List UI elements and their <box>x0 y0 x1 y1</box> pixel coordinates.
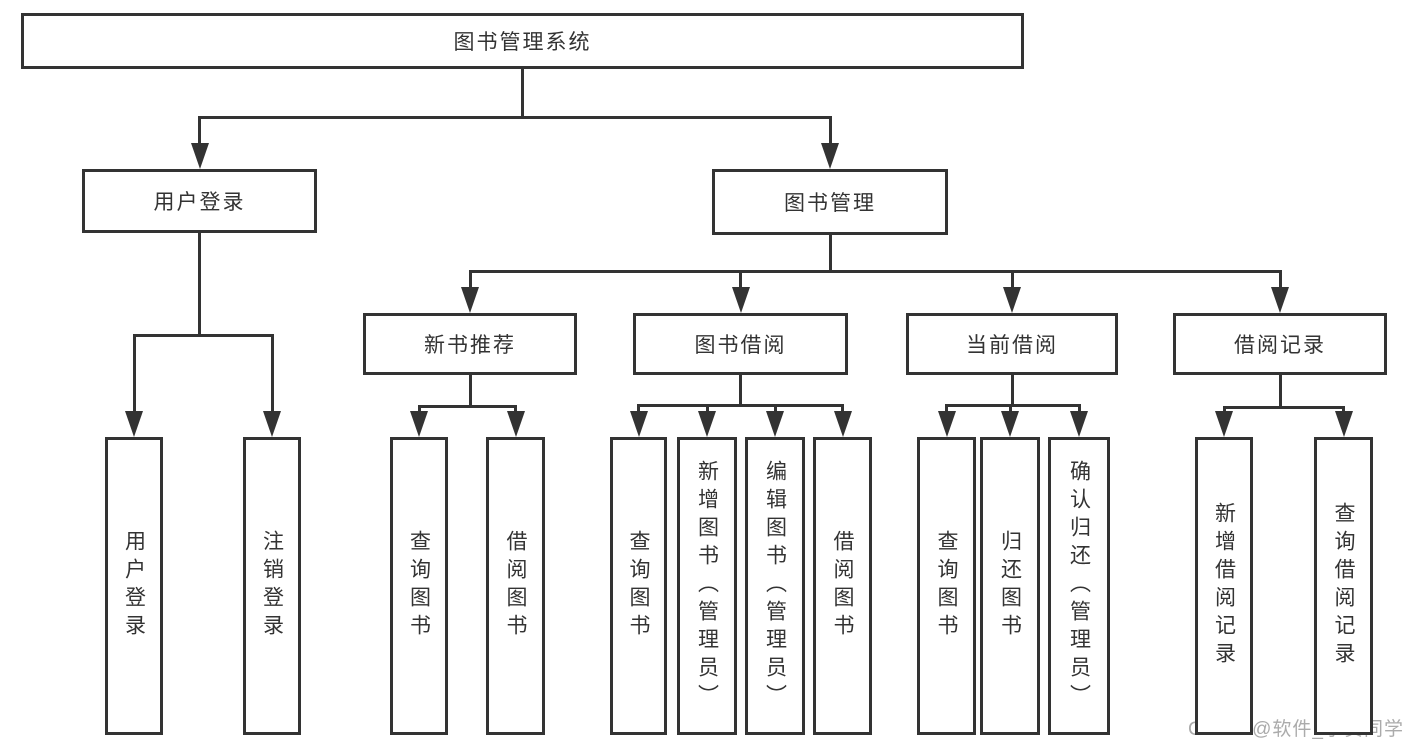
node-leaf-cb-confirm: 确认归还（管理员） <box>1048 437 1110 735</box>
connector-line <box>132 333 274 337</box>
arrowhead-down-icon <box>1271 287 1289 313</box>
node-leaf-cb-return: 归还图书 <box>980 437 1040 735</box>
connector-line <box>1278 271 1282 293</box>
node-current-borrow-label: 当前借阅 <box>966 334 1058 357</box>
node-new-book-rec: 新书推荐 <box>363 313 577 375</box>
arrowhead-down-icon <box>1215 411 1233 437</box>
arrowhead-down-icon <box>461 287 479 313</box>
node-borrow-records-label: 借阅记录 <box>1234 334 1326 357</box>
node-leaf-nbr-query: 查询图书 <box>390 437 448 735</box>
node-book-mgmt: 图书管理 <box>712 169 948 235</box>
node-leaf-bb-add: 新增图书（管理员） <box>677 437 737 735</box>
node-leaf-br-query-label: 查询借阅记录 <box>1332 502 1355 670</box>
connector-line <box>828 117 832 149</box>
node-user-login-label: 用户登录 <box>153 191 246 214</box>
arrowhead-down-icon <box>1003 287 1021 313</box>
arrowhead-down-icon <box>190 143 209 169</box>
connector-line <box>132 335 136 417</box>
connector-line <box>1278 375 1282 409</box>
node-leaf-bb-edit-label: 编辑图书（管理员） <box>763 460 787 712</box>
node-book-mgmt-label: 图书管理 <box>784 192 876 215</box>
arrowhead-down-icon <box>821 143 839 169</box>
node-leaf-logout: 注销登录 <box>243 437 301 735</box>
node-leaf-cb-query-label: 查询图书 <box>935 530 958 642</box>
node-current-borrow: 当前借阅 <box>906 313 1118 375</box>
connector-line <box>521 69 524 119</box>
node-leaf-cb-query: 查询图书 <box>917 437 976 735</box>
connector-line <box>468 269 1282 273</box>
node-system-label: 图书管理系统 <box>453 31 592 54</box>
node-leaf-cb-return-label: 归还图书 <box>998 530 1022 642</box>
arrowhead-down-icon <box>937 411 956 437</box>
node-leaf-nbr-borrow-label: 借阅图书 <box>504 530 527 642</box>
connector-line <box>198 115 832 119</box>
connector-line <box>945 403 1081 407</box>
node-new-book-rec-label: 新书推荐 <box>424 334 516 357</box>
node-leaf-br-add: 新增借阅记录 <box>1195 437 1253 735</box>
node-book-borrow-label: 图书借阅 <box>694 334 787 357</box>
connector-line <box>739 271 742 293</box>
connector-line <box>1010 375 1014 407</box>
node-leaf-bb-query: 查询图书 <box>610 437 667 735</box>
connector-line <box>198 233 201 337</box>
arrowhead-down-icon <box>698 411 716 437</box>
node-leaf-logout-label: 注销登录 <box>260 530 284 642</box>
node-leaf-nbr-borrow: 借阅图书 <box>486 437 545 735</box>
node-book-borrow: 图书借阅 <box>633 313 848 375</box>
connector-line <box>417 404 517 408</box>
arrowhead-down-icon <box>1001 411 1019 437</box>
connector-line <box>468 271 472 293</box>
connector-line <box>198 117 201 149</box>
node-user-login: 用户登录 <box>82 169 317 233</box>
node-leaf-bb-edit: 编辑图书（管理员） <box>745 437 805 735</box>
node-leaf-bb-borrow-label: 借阅图书 <box>831 530 854 642</box>
arrowhead-down-icon <box>410 411 428 437</box>
arrowhead-down-icon <box>1334 411 1353 437</box>
connector-line <box>1222 405 1345 409</box>
arrowhead-down-icon <box>629 411 648 437</box>
node-leaf-bb-add-label: 新增图书（管理员） <box>695 460 719 712</box>
arrowhead-down-icon <box>766 411 784 437</box>
node-leaf-nbr-query-label: 查询图书 <box>407 530 431 642</box>
connector-line <box>739 375 742 407</box>
arrowhead-down-icon <box>1070 411 1088 437</box>
connector-line <box>468 375 472 408</box>
node-leaf-bb-borrow: 借阅图书 <box>813 437 872 735</box>
node-leaf-br-query: 查询借阅记录 <box>1314 437 1373 735</box>
connector-line <box>270 335 274 417</box>
node-leaf-bb-query-label: 查询图书 <box>627 530 650 642</box>
arrowhead-down-icon <box>506 411 525 437</box>
arrowhead-down-icon <box>731 287 750 313</box>
connector-line <box>637 403 844 407</box>
node-leaf-cb-confirm-label: 确认归还（管理员） <box>1067 460 1091 712</box>
node-leaf-br-add-label: 新增借阅记录 <box>1212 502 1236 670</box>
arrowhead-down-icon <box>263 411 281 437</box>
node-system: 图书管理系统 <box>21 13 1024 69</box>
connector-line <box>1010 271 1014 293</box>
arrowhead-down-icon <box>833 411 852 437</box>
node-borrow-records: 借阅记录 <box>1173 313 1387 375</box>
node-leaf-user-login: 用户登录 <box>105 437 163 735</box>
connector-line <box>828 235 832 273</box>
arrowhead-down-icon <box>125 411 143 437</box>
node-leaf-user-login-label: 用户登录 <box>122 530 146 642</box>
